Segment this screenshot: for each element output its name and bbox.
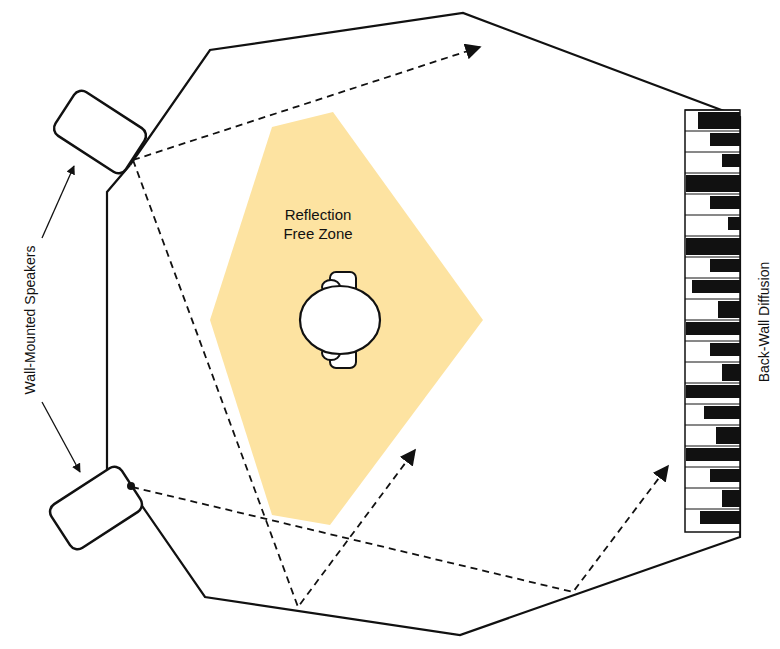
speaker-label: Wall-Mounted Speakers	[22, 246, 38, 395]
leader-arrows	[42, 166, 80, 472]
zone-shape	[208, 110, 486, 528]
reflection-paths	[132, 47, 668, 607]
bottom-speaker	[47, 463, 146, 552]
back-wall-diffusor	[685, 110, 740, 532]
diffusion-label: Back-Wall Diffusion	[756, 262, 772, 383]
zone-label: Reflection Free Zone	[273, 206, 363, 244]
room-outline	[130, 13, 740, 635]
reflection-free-zone: Reflection Free Zone	[208, 110, 486, 528]
tweeter-dot	[127, 482, 135, 490]
front-wall	[107, 165, 130, 482]
